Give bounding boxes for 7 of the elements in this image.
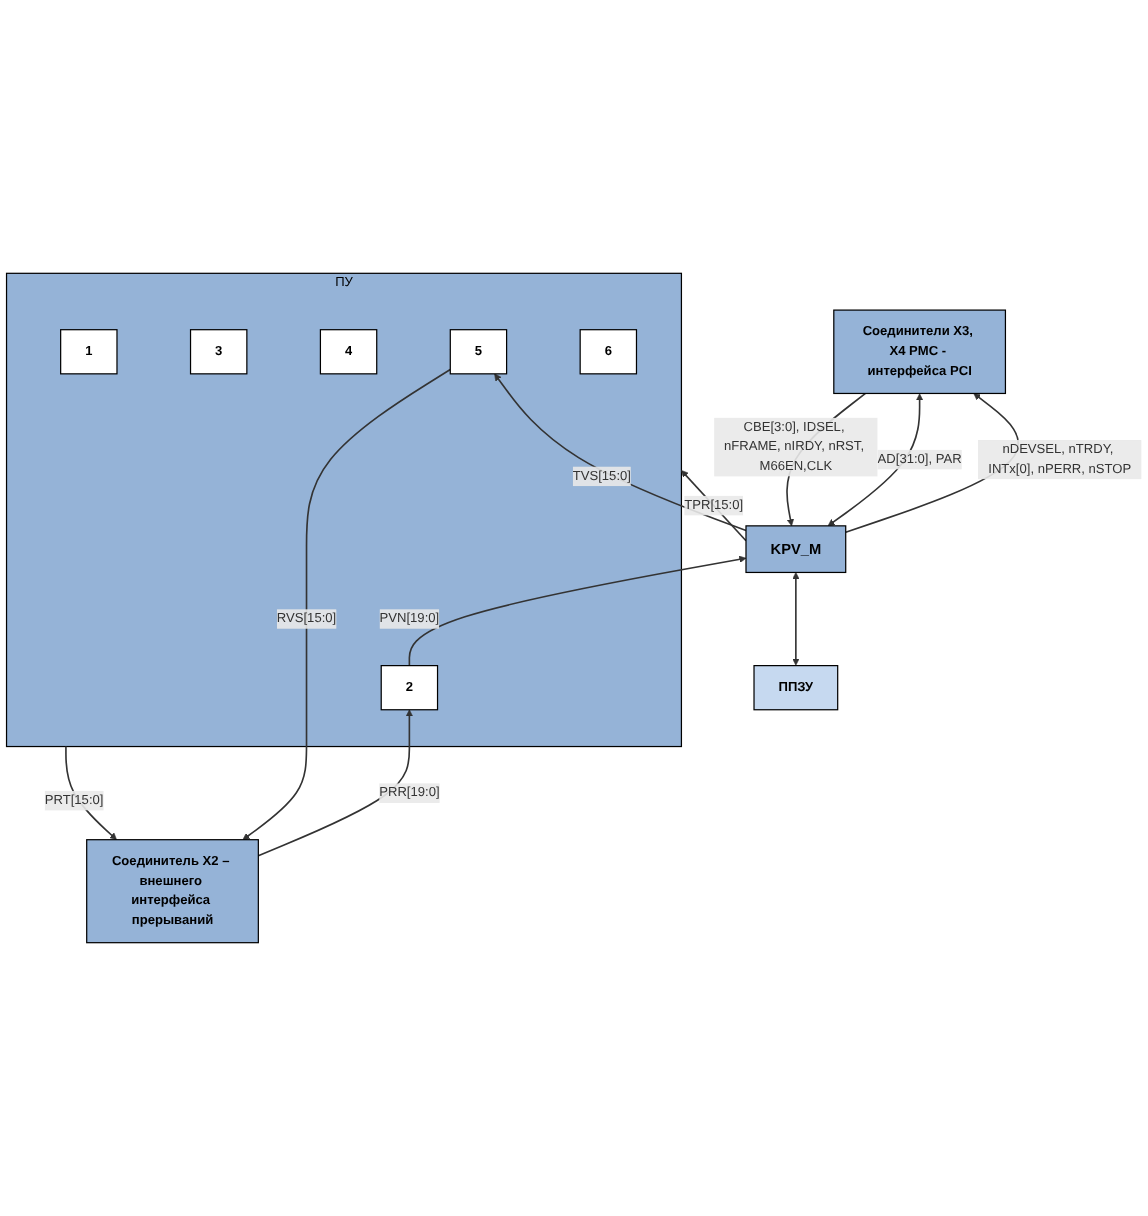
arrow — [792, 572, 800, 666]
arrow — [242, 368, 452, 841]
arrow — [257, 709, 413, 857]
arrow — [844, 393, 1019, 534]
arrow — [494, 373, 747, 532]
arrow — [681, 470, 747, 542]
arrow — [408, 555, 747, 667]
